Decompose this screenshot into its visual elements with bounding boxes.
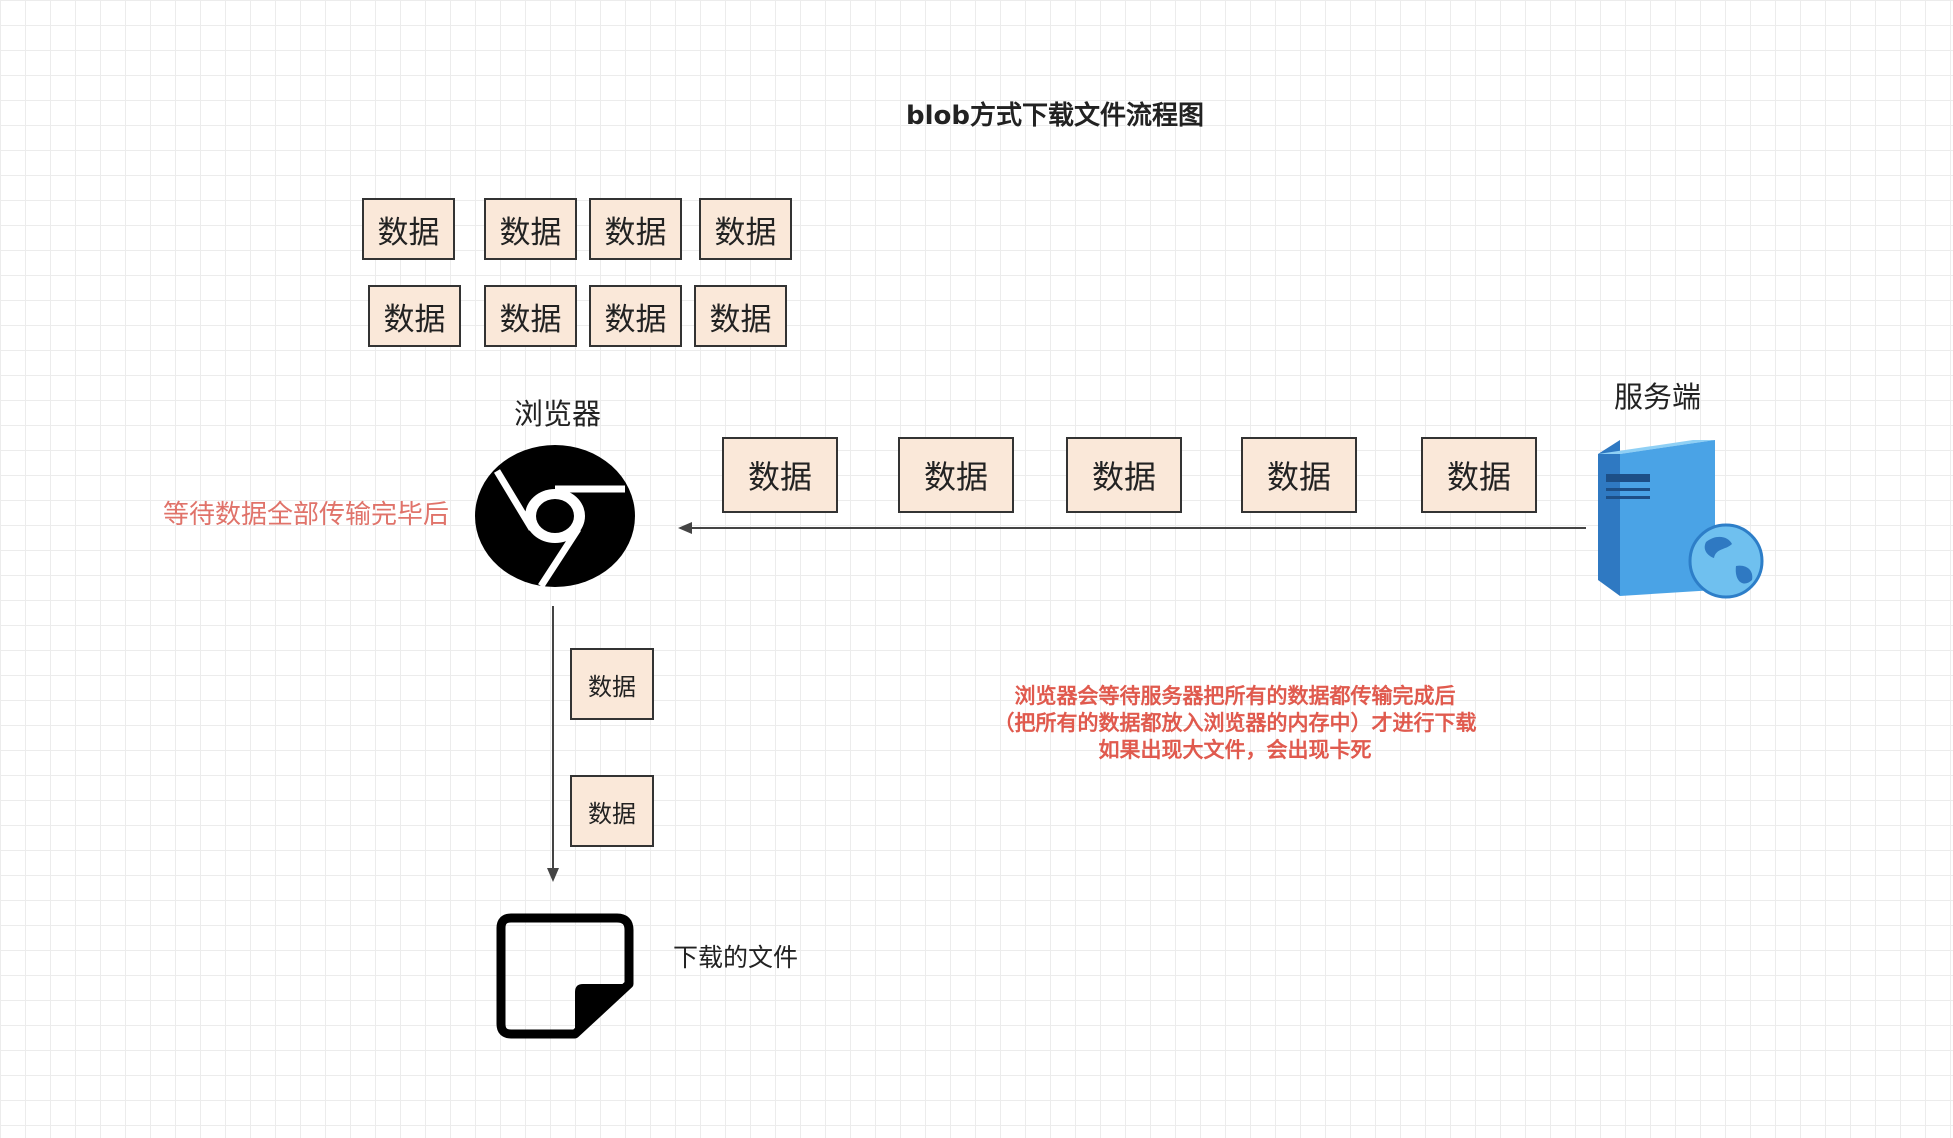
data-chunk: 数据 <box>694 285 787 347</box>
data-chunk: 数据 <box>570 648 654 720</box>
note-line: （把所有的数据都放入浏览器的内存中）才进行下载 <box>993 711 1477 735</box>
browser-label: 浏览器 <box>514 397 602 431</box>
diagram-title: blob方式下载文件流程图 <box>906 101 1204 131</box>
data-chunk: 数据 <box>1421 437 1537 513</box>
data-chunk: 数据 <box>484 198 577 260</box>
data-chunk: 数据 <box>1066 437 1182 513</box>
data-chunk: 数据 <box>589 198 682 260</box>
data-chunk: 数据 <box>589 285 682 347</box>
data-chunk: 数据 <box>368 285 461 347</box>
data-chunk: 数据 <box>722 437 838 513</box>
chrome-icon <box>475 445 635 588</box>
data-chunk: 数据 <box>484 285 577 347</box>
flow-arrow-to-browser <box>678 522 1586 534</box>
data-chunk: 数据 <box>898 437 1014 513</box>
server-label: 服务端 <box>1614 380 1702 414</box>
flow-arrow-to-file <box>547 606 559 882</box>
data-chunk: 数据 <box>570 775 654 847</box>
note-line: 浏览器会等待服务器把所有的数据都传输完成后 <box>1014 684 1456 708</box>
data-chunk: 数据 <box>699 198 792 260</box>
file-label: 下载的文件 <box>673 943 799 972</box>
explanation-note: 浏览器会等待服务器把所有的数据都传输完成后 （把所有的数据都放入浏览器的内存中）… <box>900 683 1570 764</box>
data-chunk: 数据 <box>362 198 455 260</box>
note-line: 如果出现大文件，会出现卡死 <box>1098 738 1372 762</box>
data-chunk: 数据 <box>1241 437 1357 513</box>
wait-label: 等待数据全部传输完毕后 <box>163 500 450 530</box>
web-server-icon <box>1598 440 1764 599</box>
file-icon <box>496 913 634 1039</box>
